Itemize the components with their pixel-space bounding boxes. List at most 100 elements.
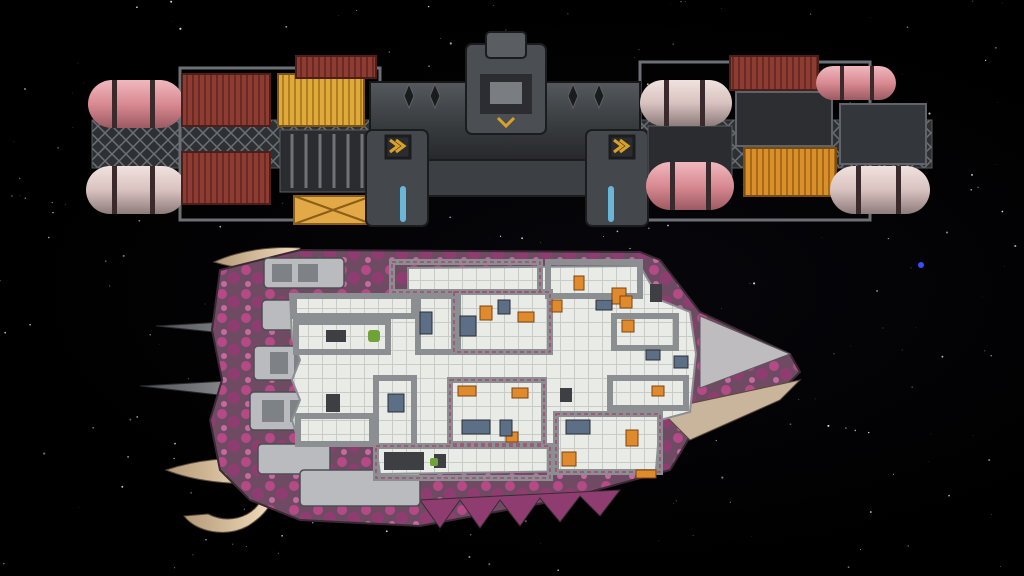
freighter-grate-bars-left	[290, 134, 364, 188]
star	[970, 188, 973, 191]
star	[468, 556, 471, 558]
freighter-grate-left	[279, 129, 371, 193]
star	[994, 46, 997, 49]
fuel-tank-left-top	[88, 80, 184, 128]
star	[385, 530, 388, 533]
star	[680, 1, 682, 3]
star	[47, 236, 50, 239]
freighter-rack-far-right	[839, 103, 927, 165]
star	[109, 285, 111, 287]
star	[0, 279, 1, 282]
star	[245, 546, 247, 547]
star	[995, 164, 996, 165]
star	[136, 416, 138, 418]
blue-star	[918, 262, 924, 268]
star	[449, 42, 452, 45]
star	[646, 83, 649, 86]
freighter-chevron-marks	[384, 134, 636, 160]
star	[821, 237, 823, 238]
star	[65, 204, 67, 206]
star	[219, 225, 222, 228]
star	[77, 62, 79, 64]
consoles	[457, 275, 665, 479]
star	[243, 508, 246, 510]
star	[869, 511, 872, 513]
star	[721, 8, 722, 9]
star	[19, 195, 21, 197]
star	[4, 331, 7, 334]
star	[927, 460, 929, 462]
star	[57, 147, 59, 149]
star	[92, 426, 95, 429]
star	[285, 25, 288, 28]
star	[540, 242, 542, 244]
star	[356, 10, 357, 11]
star	[170, 0, 173, 3]
star	[911, 386, 913, 388]
star	[72, 127, 74, 129]
star	[121, 485, 124, 488]
star	[684, 1, 686, 3]
star	[174, 442, 176, 445]
star	[439, 529, 441, 531]
star	[179, 27, 182, 30]
star	[997, 102, 999, 103]
star	[11, 195, 13, 197]
cargo-container-red-2	[181, 151, 271, 205]
star	[136, 6, 138, 9]
star	[277, 552, 279, 554]
star	[638, 49, 640, 51]
star	[845, 427, 847, 429]
star	[540, 542, 542, 544]
star	[127, 455, 130, 458]
star	[428, 65, 430, 67]
star	[729, 501, 731, 503]
star	[13, 140, 15, 142]
star	[122, 254, 125, 257]
star	[928, 112, 931, 115]
freighter-bridge-tower	[465, 31, 547, 135]
star	[901, 349, 903, 351]
star	[187, 378, 189, 380]
star	[833, 353, 835, 355]
dark-machinery	[326, 284, 662, 470]
star	[190, 492, 192, 494]
cargo-crate-yellow	[293, 195, 373, 225]
star	[667, 224, 669, 227]
star	[629, 247, 631, 250]
star	[984, 350, 986, 352]
star	[78, 507, 80, 508]
star	[675, 500, 677, 502]
star	[505, 29, 507, 31]
star	[672, 43, 674, 45]
star	[798, 398, 800, 400]
star	[388, 51, 390, 53]
cargo-container-red-3	[295, 55, 377, 79]
cargo-container-yellow-1	[277, 73, 365, 127]
cargo-container-red-1	[181, 73, 271, 127]
star	[1014, 244, 1017, 248]
star	[205, 539, 207, 541]
star	[51, 202, 53, 204]
star	[449, 216, 451, 218]
star	[721, 308, 722, 310]
star	[849, 102, 851, 104]
star	[715, 439, 717, 442]
alien-nose	[699, 315, 792, 389]
star	[18, 177, 21, 180]
star	[29, 323, 31, 326]
equipment-racks	[387, 299, 689, 437]
star	[915, 327, 916, 328]
star	[149, 334, 151, 336]
star	[3, 562, 5, 565]
star	[887, 238, 889, 240]
star	[24, 197, 27, 199]
star	[647, 227, 650, 230]
star	[634, 57, 635, 58]
star	[876, 289, 879, 292]
star	[753, 282, 756, 285]
green-plants	[368, 330, 438, 466]
